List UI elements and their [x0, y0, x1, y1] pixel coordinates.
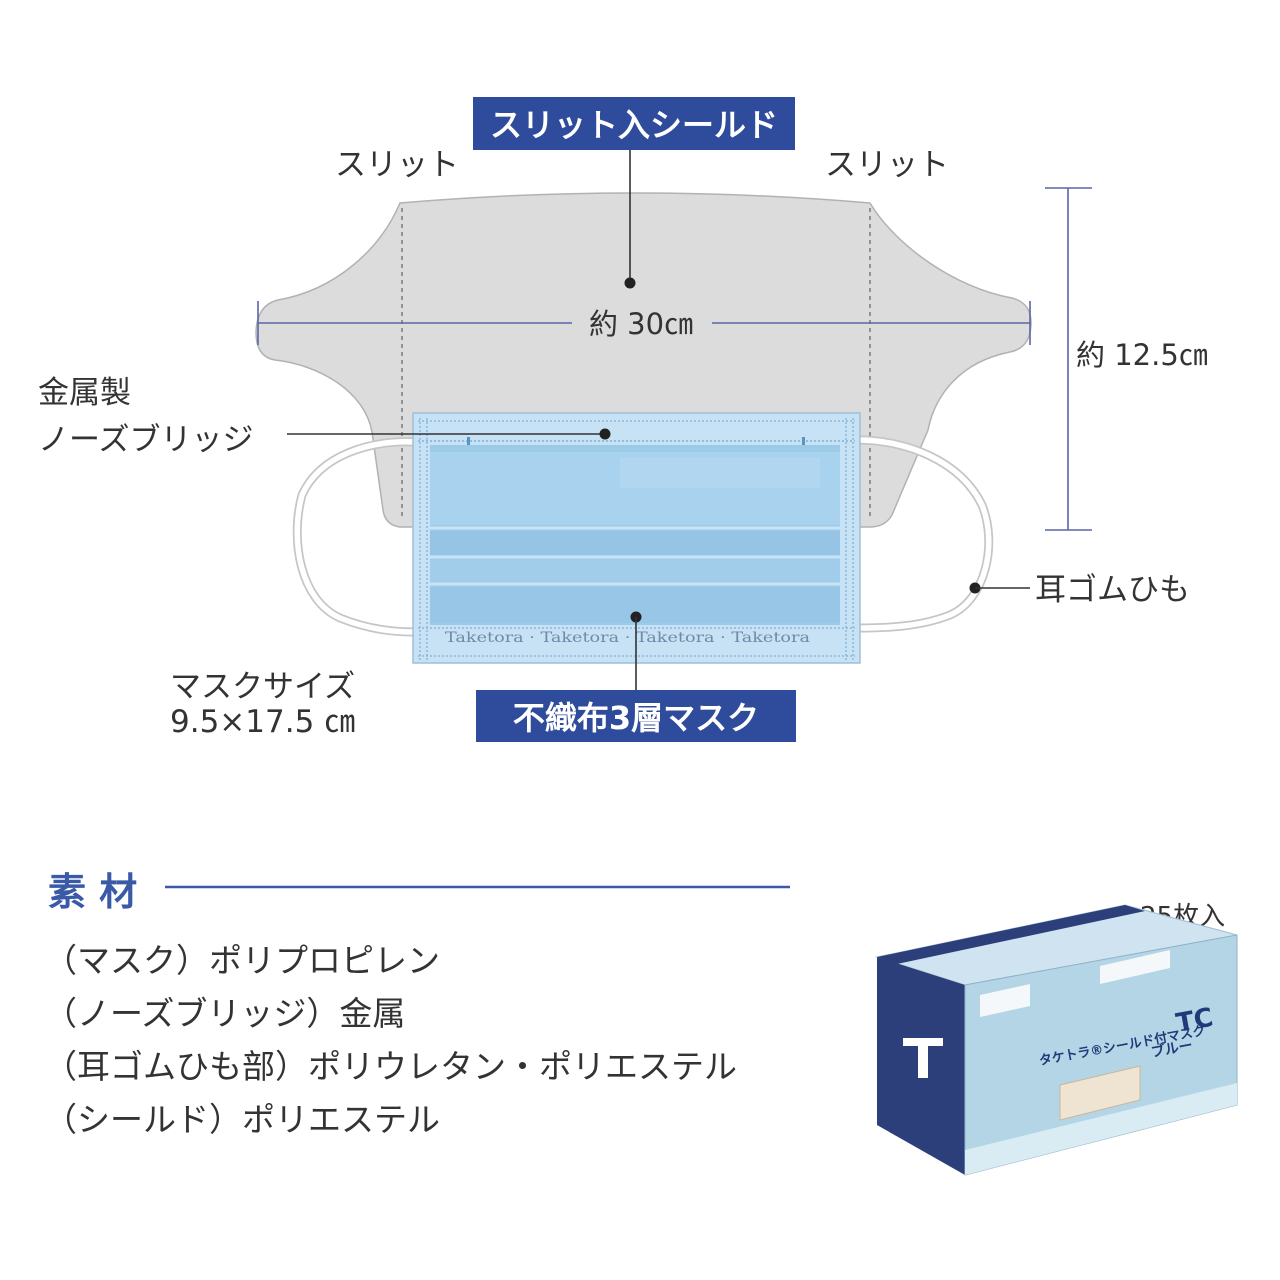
material-item: （シールド）ポリエステル — [44, 1100, 440, 1139]
material-item: （ノーズブリッジ）金属 — [44, 994, 405, 1033]
box-info-panel — [1100, 950, 1170, 984]
product-box: タケトラ®シールド付マスク TC ブルー — [875, 904, 1238, 1176]
ear-loop-label: 耳ゴムひも — [1035, 572, 1190, 608]
mask-print: Taketora · Taketora · Taketora · Taketor… — [445, 630, 810, 646]
box-window — [1059, 1065, 1141, 1121]
brand-logo — [903, 1038, 943, 1078]
slit-label-right: スリット — [825, 147, 949, 183]
mask-size-label: マスクサイズ — [170, 669, 355, 705]
mask — [412, 412, 861, 664]
nose-bridge-leader-dot — [599, 428, 611, 440]
box-model: TC — [1174, 1003, 1216, 1039]
mask-title: 不織布3層マスク — [513, 699, 759, 737]
materials-heading: 素 材 — [48, 870, 137, 914]
shield-title: スリット入シールド — [490, 106, 778, 144]
box-front-stripe — [965, 1083, 1237, 1175]
material-item: （マスク）ポリプロピレン — [44, 941, 440, 980]
material-item: （耳ゴムひも部）ポリウレタン・ポリエステル — [44, 1047, 737, 1086]
mask-title-box — [476, 690, 796, 742]
shield-title-box — [473, 97, 795, 150]
shield-leader-dot — [624, 277, 636, 289]
box-top-edge-band — [877, 905, 1145, 964]
mask-size-value: 9.5×17.5 ㎝ — [170, 704, 355, 740]
slit-label-left: スリット — [335, 147, 459, 183]
height-dimension — [1045, 187, 1092, 531]
width-dimension — [257, 301, 1031, 345]
nose-bridge-label-line1: 金属製 — [38, 375, 131, 411]
nose-bridge-label-line2: ノーズブリッジ — [38, 422, 253, 458]
box-info-panel — [980, 984, 1030, 1017]
ear-loop-left — [292, 437, 416, 637]
height-dimension-label: 約 12.5㎝ — [1076, 338, 1208, 372]
width-dimension-label: 約 30㎝ — [589, 307, 693, 341]
ear-loop-right — [857, 435, 994, 633]
